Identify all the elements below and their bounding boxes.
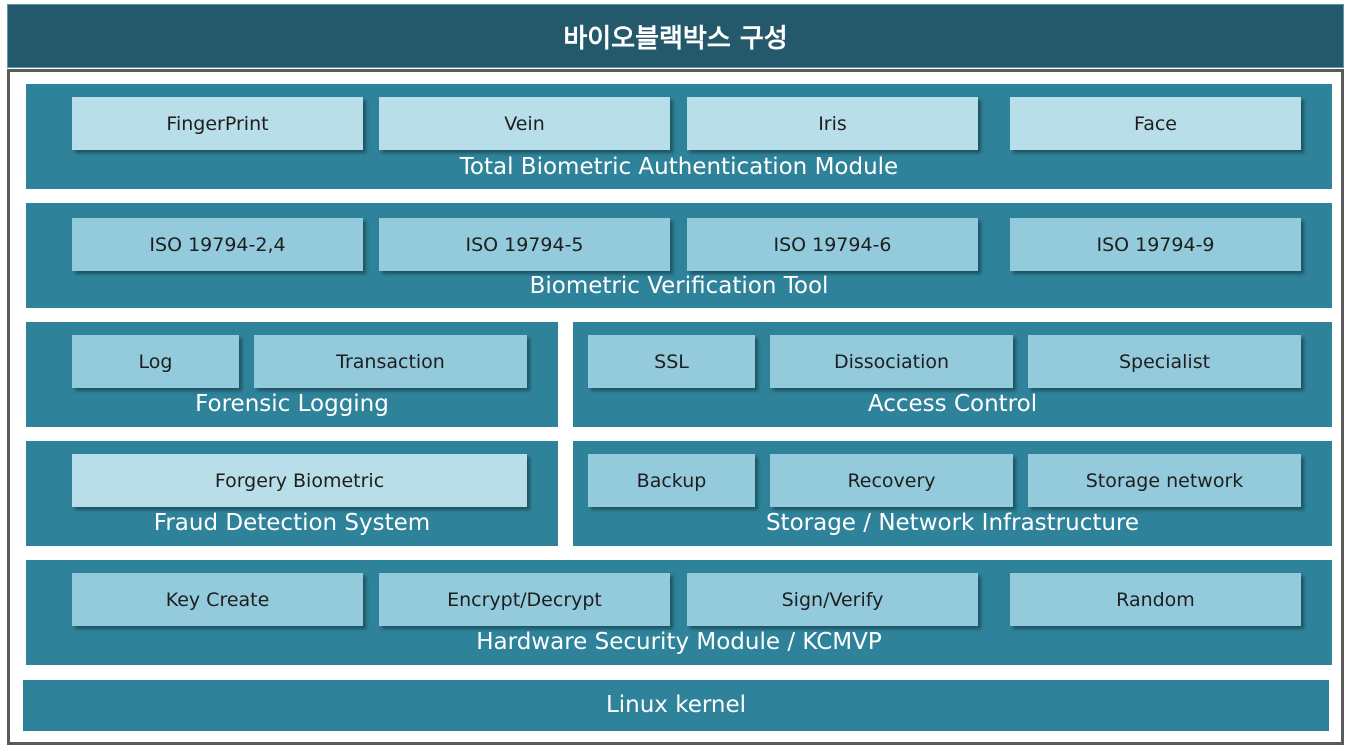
box-iris: Iris	[687, 97, 978, 150]
box-forgery-biometric: Forgery Biometric	[72, 454, 527, 507]
box-face: Face	[1010, 97, 1301, 150]
box-key-create: Key Create	[72, 573, 363, 626]
label-storage-network: Storage / Network Infrastructure	[765, 510, 1140, 536]
label-verification-tool: Biometric Verification Tool	[529, 273, 829, 299]
box-random: Random	[1010, 573, 1301, 626]
box-vein: Vein	[379, 97, 670, 150]
box-recovery: Recovery	[770, 454, 1013, 507]
box-transaction: Transaction	[254, 335, 527, 388]
box-backup: Backup	[588, 454, 755, 507]
box-storage-network: Storage network	[1028, 454, 1301, 507]
box-encrypt-decrypt: Encrypt/Decrypt	[379, 573, 670, 626]
box-fingerprint: FingerPrint	[72, 97, 363, 150]
label-access-control: Access Control	[867, 391, 1038, 417]
label-linux-kernel: Linux kernel	[605, 692, 747, 718]
box-log: Log	[72, 335, 239, 388]
label-hsm: Hardware Security Module / KCMVP	[476, 629, 882, 655]
label-forensic-logging: Forensic Logging	[195, 391, 389, 417]
label-fraud-detection: Fraud Detection System	[153, 510, 431, 536]
box-ssl: SSL	[588, 335, 755, 388]
diagram-title: 바이오블랙박스 구성	[7, 4, 1344, 68]
box-iso-19794-6: ISO 19794-6	[687, 218, 978, 271]
label-auth-module: Total Biometric Authentication Module	[459, 154, 899, 180]
box-iso-19794-9: ISO 19794-9	[1010, 218, 1301, 271]
box-dissociation: Dissociation	[770, 335, 1013, 388]
box-iso-19794-5: ISO 19794-5	[379, 218, 670, 271]
band-linux-kernel	[23, 680, 1329, 731]
box-specialist: Specialist	[1028, 335, 1301, 388]
box-sign-verify: Sign/Verify	[687, 573, 978, 626]
box-iso-19794-2-4: ISO 19794-2,4	[72, 218, 363, 271]
